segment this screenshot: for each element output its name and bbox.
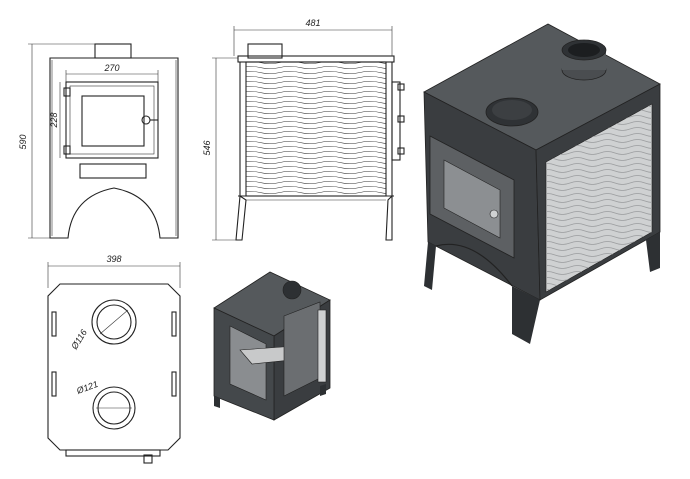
leg	[424, 242, 436, 290]
door-height-label: 228	[49, 112, 59, 128]
slot	[171, 311, 177, 337]
side-width-label: 481	[305, 18, 320, 28]
top-plate-outline	[47, 283, 181, 451]
leg	[646, 232, 660, 272]
iso-handle-icon	[489, 209, 499, 219]
iso-door-glass	[443, 159, 501, 239]
overall-height-label: 590	[18, 134, 28, 149]
door-glass	[81, 95, 145, 147]
knob-icon	[397, 147, 405, 155]
top-view: 398 Ø116 Ø121	[47, 254, 181, 464]
door-profile	[391, 81, 401, 161]
hinge-icon	[63, 145, 71, 155]
side-view: 481 546	[202, 18, 405, 241]
cutaway-view	[213, 271, 331, 421]
top-plate	[237, 55, 395, 63]
door-handle-icon	[141, 115, 151, 125]
leg	[385, 194, 393, 241]
leg	[512, 286, 540, 344]
hinge-icon	[63, 87, 71, 97]
slot	[171, 371, 177, 397]
knob-icon	[143, 454, 153, 464]
hob-ring-icon	[92, 386, 136, 430]
front-view: 270 228 590	[18, 43, 179, 239]
knob-icon	[397, 115, 405, 123]
slot	[51, 371, 57, 397]
hob-diameter-label: Ø121	[74, 379, 99, 396]
wave-pattern	[546, 104, 652, 292]
slot	[51, 311, 57, 337]
flue-pipe	[94, 43, 132, 59]
wave-side-panel	[245, 61, 387, 197]
top-width-label: 398	[106, 254, 121, 264]
ash-drawer	[79, 163, 147, 179]
door-width-label: 270	[103, 63, 119, 73]
knob-icon	[397, 83, 405, 91]
flue-pipe	[247, 43, 283, 59]
isometric-view	[423, 23, 661, 344]
flue-ring-icon	[91, 299, 137, 345]
side-height-label: 546	[202, 140, 212, 155]
stove-body-outline	[49, 57, 179, 239]
leg	[235, 195, 247, 241]
door-strip	[65, 449, 161, 457]
flue-diameter-label: Ø116	[69, 328, 89, 352]
